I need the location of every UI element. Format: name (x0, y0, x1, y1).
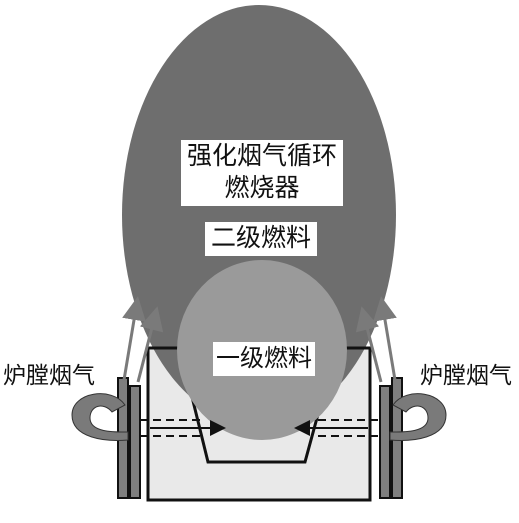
flue-gas-label-left: 炉膛烟气 (3, 363, 95, 389)
flue-gas-label-right: 炉膛烟气 (420, 363, 512, 389)
fuel-lances (140, 419, 378, 437)
burner-title-line1: 强化烟气循环 (186, 141, 337, 170)
flue-gas-arrow-right (389, 393, 447, 441)
flue-gas-arrow-left (71, 393, 129, 441)
primary-fuel-label: 一级燃料 (213, 342, 315, 376)
burner-title-line2: 燃烧器 (224, 173, 300, 202)
secondary-fuel-label: 二级燃料 (205, 222, 317, 256)
recirculation-arrows (122, 296, 397, 383)
burner-title-label: 强化烟气循环 燃烧器 (181, 140, 343, 206)
